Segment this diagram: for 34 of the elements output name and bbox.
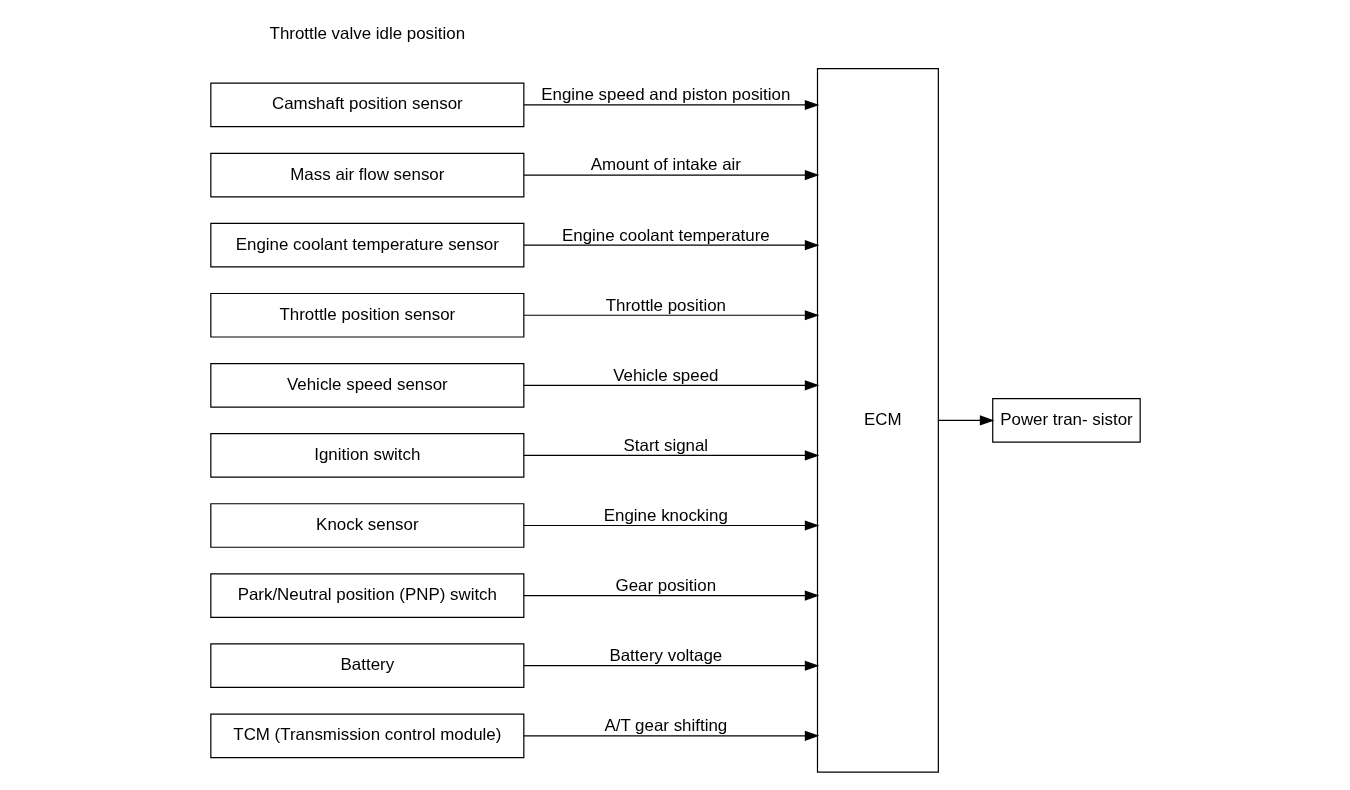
arrow [522,240,819,251]
edge-label: Engine coolant temperature [561,225,770,245]
node-box: Knock sensor [209,503,524,548]
node-box: ECM [816,68,939,773]
node-box: Vehicle speed sensor [209,362,524,408]
node-box: TCM (Transmission control module) [209,713,524,759]
label: Throttle valve idle position [269,24,465,44]
node-box: Power tran- sistor [991,398,1141,443]
node-box: Camshaft position sensor [209,82,524,128]
arrow [522,660,819,671]
node-box: Ignition switch [209,433,524,478]
arrow [522,380,819,391]
edge-label: Battery voltage [608,646,722,666]
node-box: Mass air flow sensor [209,152,524,198]
arrow [522,99,819,111]
arrow [522,450,819,461]
arrow [937,415,994,426]
node-box: Park/Neutral position (PNP) switch [209,573,524,618]
edge-label: Start signal [623,435,708,455]
arrow [522,169,819,181]
node-box: Engine coolant temperature sensor [209,222,524,268]
edge-label: Engine speed and piston position [540,85,790,105]
edge-label: Engine knocking [603,505,728,525]
edge-label: Gear position [615,576,716,596]
arrow [522,730,819,741]
edge-label: Throttle position [605,295,726,315]
edge-label: Amount of intake air [590,155,741,175]
arrow [522,520,819,531]
edge-label: Vehicle speed [612,365,718,385]
node-box: Throttle position sensor [209,292,524,338]
node-box: Battery [209,643,524,689]
arrow [522,590,819,601]
edge-label: A/T gear shifting [603,716,727,736]
arrow [522,310,819,321]
